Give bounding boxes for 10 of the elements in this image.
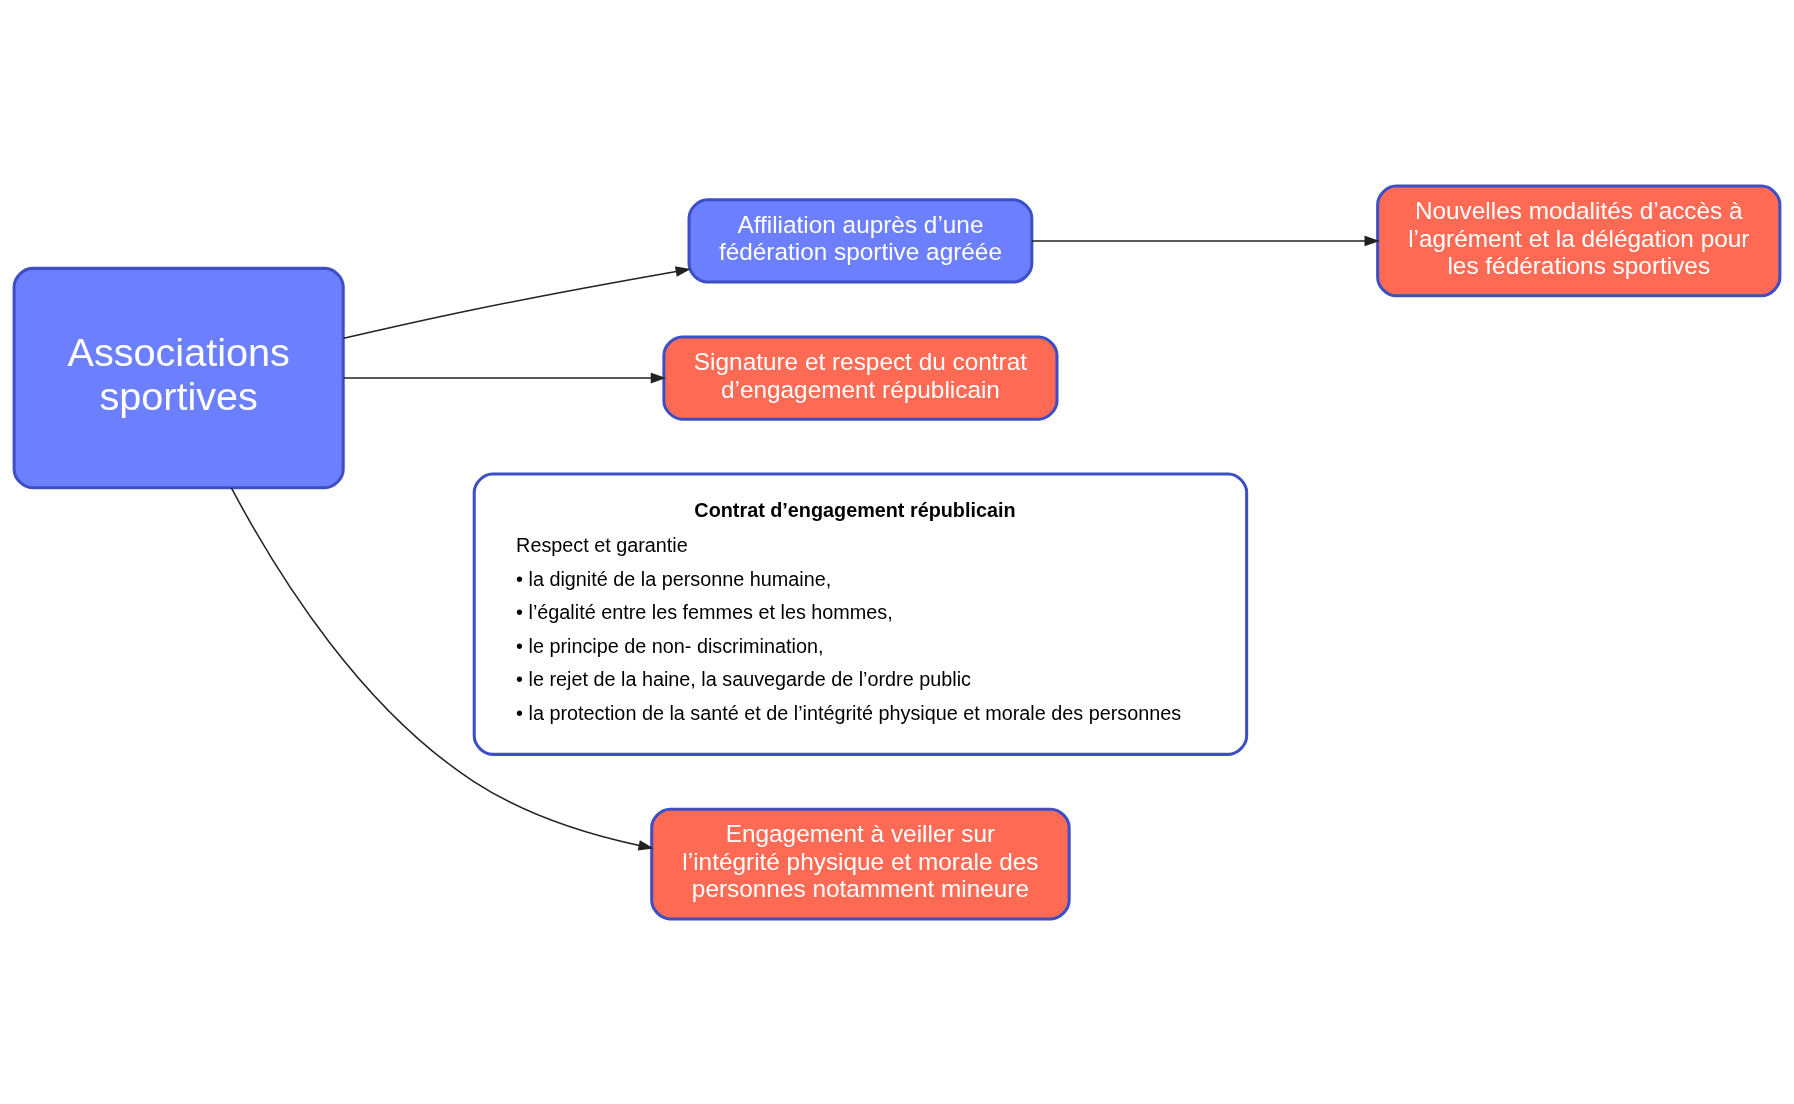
node-box: Signature et respect du contrat d’engagement républicain	[662, 334, 1059, 421]
node-box: Nouvelles modalités d’accès à l’agrément et la délégation pour les fédérations sportives	[1376, 184, 1782, 297]
arrow	[1031, 235, 1380, 246]
node-box: Contrat d’engagement républicain Respect et garantie • la dignité de la personne humaine, • l’égalité entre les femmes et les hommes, • le principe de non- discrimination, • le rejet de la haine, la sauvegarde de l’ordre public • la protection de la santé et de l’intégrité physique et morale des personnes	[472, 472, 1249, 756]
node-box: Associations sportives	[12, 266, 345, 489]
node-box: Affiliation auprès d’une fédération sportive agréée	[687, 197, 1034, 284]
node-box: Engagement à veiller sur l’intégrité physique et morale des personnes notamment mineure	[650, 807, 1071, 920]
arrow	[342, 265, 691, 339]
arrow	[230, 486, 654, 851]
arrow	[342, 372, 666, 383]
